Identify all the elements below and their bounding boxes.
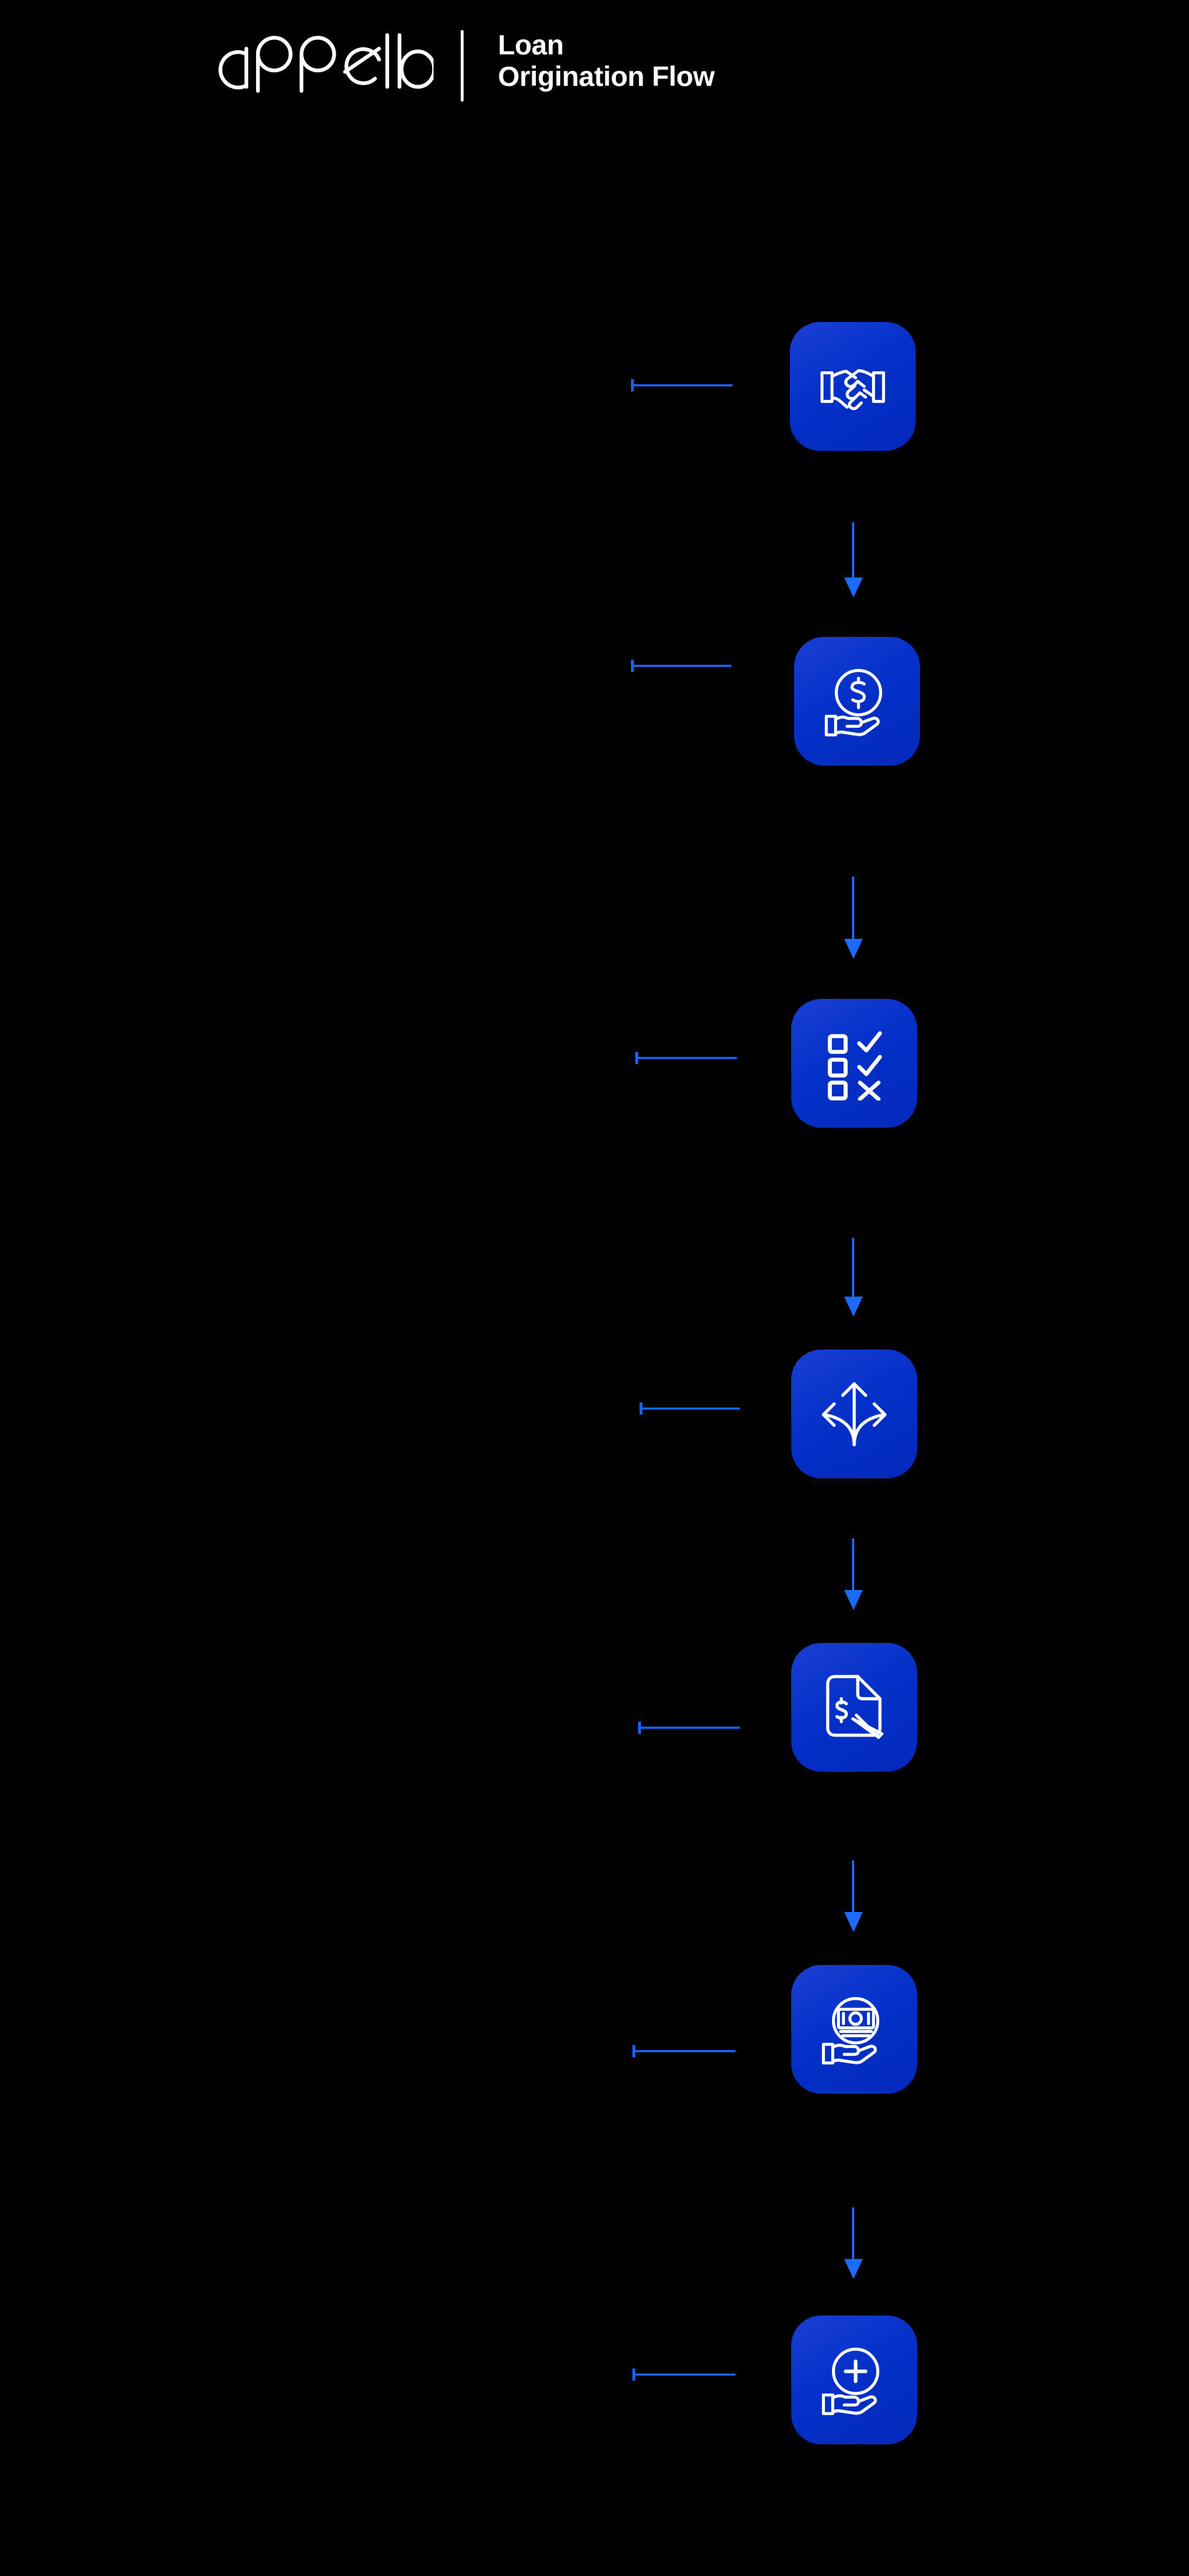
checklist-icon-tile[interactable]	[791, 999, 917, 1128]
arrow-head-5	[844, 1912, 863, 1932]
handshake-icon	[820, 369, 886, 411]
arrow-head-3	[844, 1297, 863, 1317]
hand-holding-coin-icon-tile[interactable]	[794, 637, 920, 766]
step-connector-5	[632, 1720, 747, 1735]
hand-holding-plus-icon	[821, 2347, 880, 2416]
connector-line-6	[634, 2050, 735, 2052]
arrow-shaft-5	[852, 1860, 854, 1914]
connector-line-4	[641, 1407, 740, 1410]
arrow-shaft-3	[852, 1238, 854, 1299]
arrow-shaft-4	[852, 1538, 854, 1592]
arrow-shaft-1	[852, 522, 854, 580]
step-connector-1	[625, 378, 740, 392]
document-dollar-pen-icon	[826, 1674, 884, 1740]
hand-holding-coin-icon	[824, 668, 883, 737]
document-dollar-pen-icon-tile[interactable]	[791, 1643, 917, 1772]
connector-line-7	[634, 2373, 735, 2376]
flow-arrow-1	[844, 522, 863, 597]
branch-arrows-icon-tile[interactable]	[791, 1350, 917, 1478]
arrow-shaft-6	[852, 2207, 854, 2261]
handshake-icon-tile[interactable]	[790, 322, 916, 451]
title-line-2: Origination Flow	[498, 61, 715, 92]
flow-arrow-6	[844, 2207, 863, 2279]
appello-logo	[209, 30, 434, 96]
flow-arrow-5	[844, 1860, 863, 1932]
hand-holding-plus-icon-tile[interactable]	[791, 2316, 917, 2444]
arrow-head-1	[844, 577, 863, 597]
hand-holding-cash-icon-tile[interactable]	[791, 1965, 917, 2094]
connector-line-2	[632, 665, 731, 667]
connector-line-3	[637, 1057, 737, 1059]
flow-arrow-2	[844, 877, 863, 959]
arrow-head-2	[844, 939, 863, 959]
page-title: Loan Origination Flow	[498, 30, 715, 92]
arrow-shaft-2	[852, 877, 854, 941]
flow-arrow-3	[844, 1238, 863, 1317]
connector-line-5	[640, 1727, 740, 1729]
connector-line-1	[632, 384, 733, 386]
step-connector-4	[634, 1401, 748, 1415]
flow-arrow-4	[844, 1538, 863, 1610]
checklist-icon	[828, 1031, 882, 1101]
branch-arrows-icon	[821, 1382, 887, 1447]
title-line-1: Loan	[498, 30, 564, 61]
header-divider	[461, 30, 464, 102]
hand-holding-cash-icon	[821, 1996, 880, 2065]
arrow-head-4	[844, 1590, 863, 1610]
step-connector-6	[627, 2044, 745, 2058]
arrow-head-6	[844, 2259, 863, 2279]
step-connector-3	[630, 1050, 744, 1065]
step-connector-2	[625, 658, 740, 673]
step-connector-7	[627, 2367, 745, 2381]
page-header: Loan Origination Flow	[209, 30, 715, 102]
